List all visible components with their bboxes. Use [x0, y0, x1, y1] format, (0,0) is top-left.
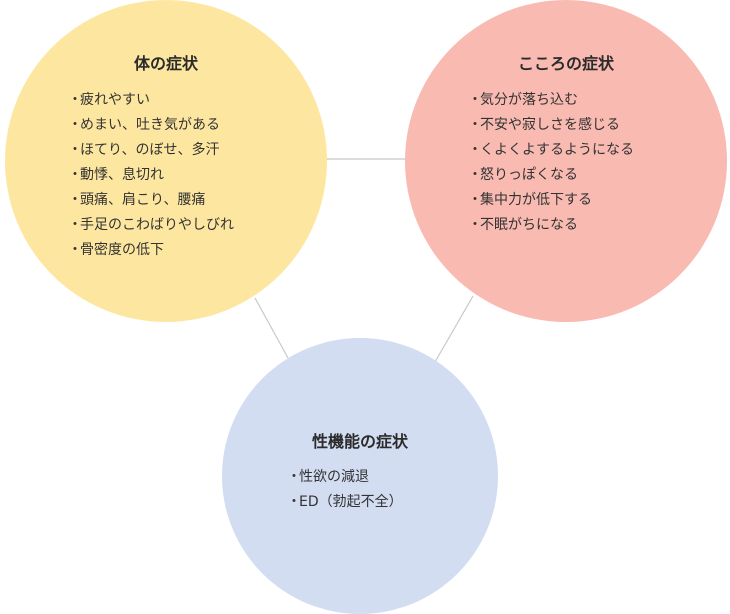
list-item: ・集中力が低下する — [468, 188, 634, 213]
bullet-dot: ・ — [468, 167, 482, 183]
mind-symptoms-title: こころの症状 — [517, 54, 614, 73]
bullet-dot: ・ — [287, 469, 301, 485]
bullet-dot: ・ — [468, 117, 482, 133]
list-item: ・ほてり、のぼせ、多汗 — [68, 138, 234, 163]
list-item: ・くよくよするようになる — [468, 138, 634, 163]
body-symptoms-title: 体の症状 — [133, 54, 198, 73]
list-item: ・気分が落ち込む — [468, 88, 634, 113]
list-item: ・動悸、息切れ — [68, 163, 234, 188]
bullet-dot: ・ — [68, 117, 82, 133]
mind-symptoms-list: ・気分が落ち込む ・不安や寂しさを感じる ・くよくよするようになる ・怒りっぽく… — [468, 88, 634, 238]
bullet-dot: ・ — [287, 494, 301, 510]
list-item: ・性欲の減退 — [287, 465, 403, 490]
list-item: ・頭痛、肩こり、腰痛 — [68, 188, 234, 213]
bullet-dot: ・ — [468, 92, 482, 108]
list-item: ・怒りっぽくなる — [468, 163, 634, 188]
bullet-dot: ・ — [68, 217, 82, 233]
bullet-dot: ・ — [468, 142, 482, 158]
connector-mind-sexual — [434, 295, 474, 363]
bullet-dot: ・ — [468, 217, 482, 233]
body-symptoms-circle — [5, 0, 327, 322]
bullet-dot: ・ — [68, 242, 82, 258]
list-item: ・ED（勃起不全） — [287, 490, 403, 515]
bullet-dot: ・ — [68, 192, 82, 208]
bullet-dot: ・ — [468, 192, 482, 208]
bullet-dot: ・ — [68, 92, 82, 108]
list-item: ・手足のこわばりやしびれ — [68, 213, 234, 238]
list-item: ・骨密度の低下 — [68, 238, 234, 263]
sexual-symptoms-list: ・性欲の減退 ・ED（勃起不全） — [287, 465, 403, 515]
list-item: ・めまい、吐き気がある — [68, 113, 234, 138]
sexual-symptoms-circle — [222, 338, 498, 614]
list-item: ・不眠がちになる — [468, 213, 634, 238]
mind-symptoms-circle — [405, 0, 727, 322]
list-item: ・不安や寂しさを感じる — [468, 113, 634, 138]
connector-body-sexual — [254, 297, 289, 359]
list-item: ・疲れやすい — [68, 88, 234, 113]
body-symptoms-list: ・疲れやすい ・めまい、吐き気がある ・ほてり、のぼせ、多汗 ・動悸、息切れ ・… — [68, 88, 234, 263]
bullet-dot: ・ — [68, 167, 82, 183]
bullet-dot: ・ — [68, 142, 82, 158]
sexual-symptoms-title: 性機能の症状 — [311, 432, 408, 451]
